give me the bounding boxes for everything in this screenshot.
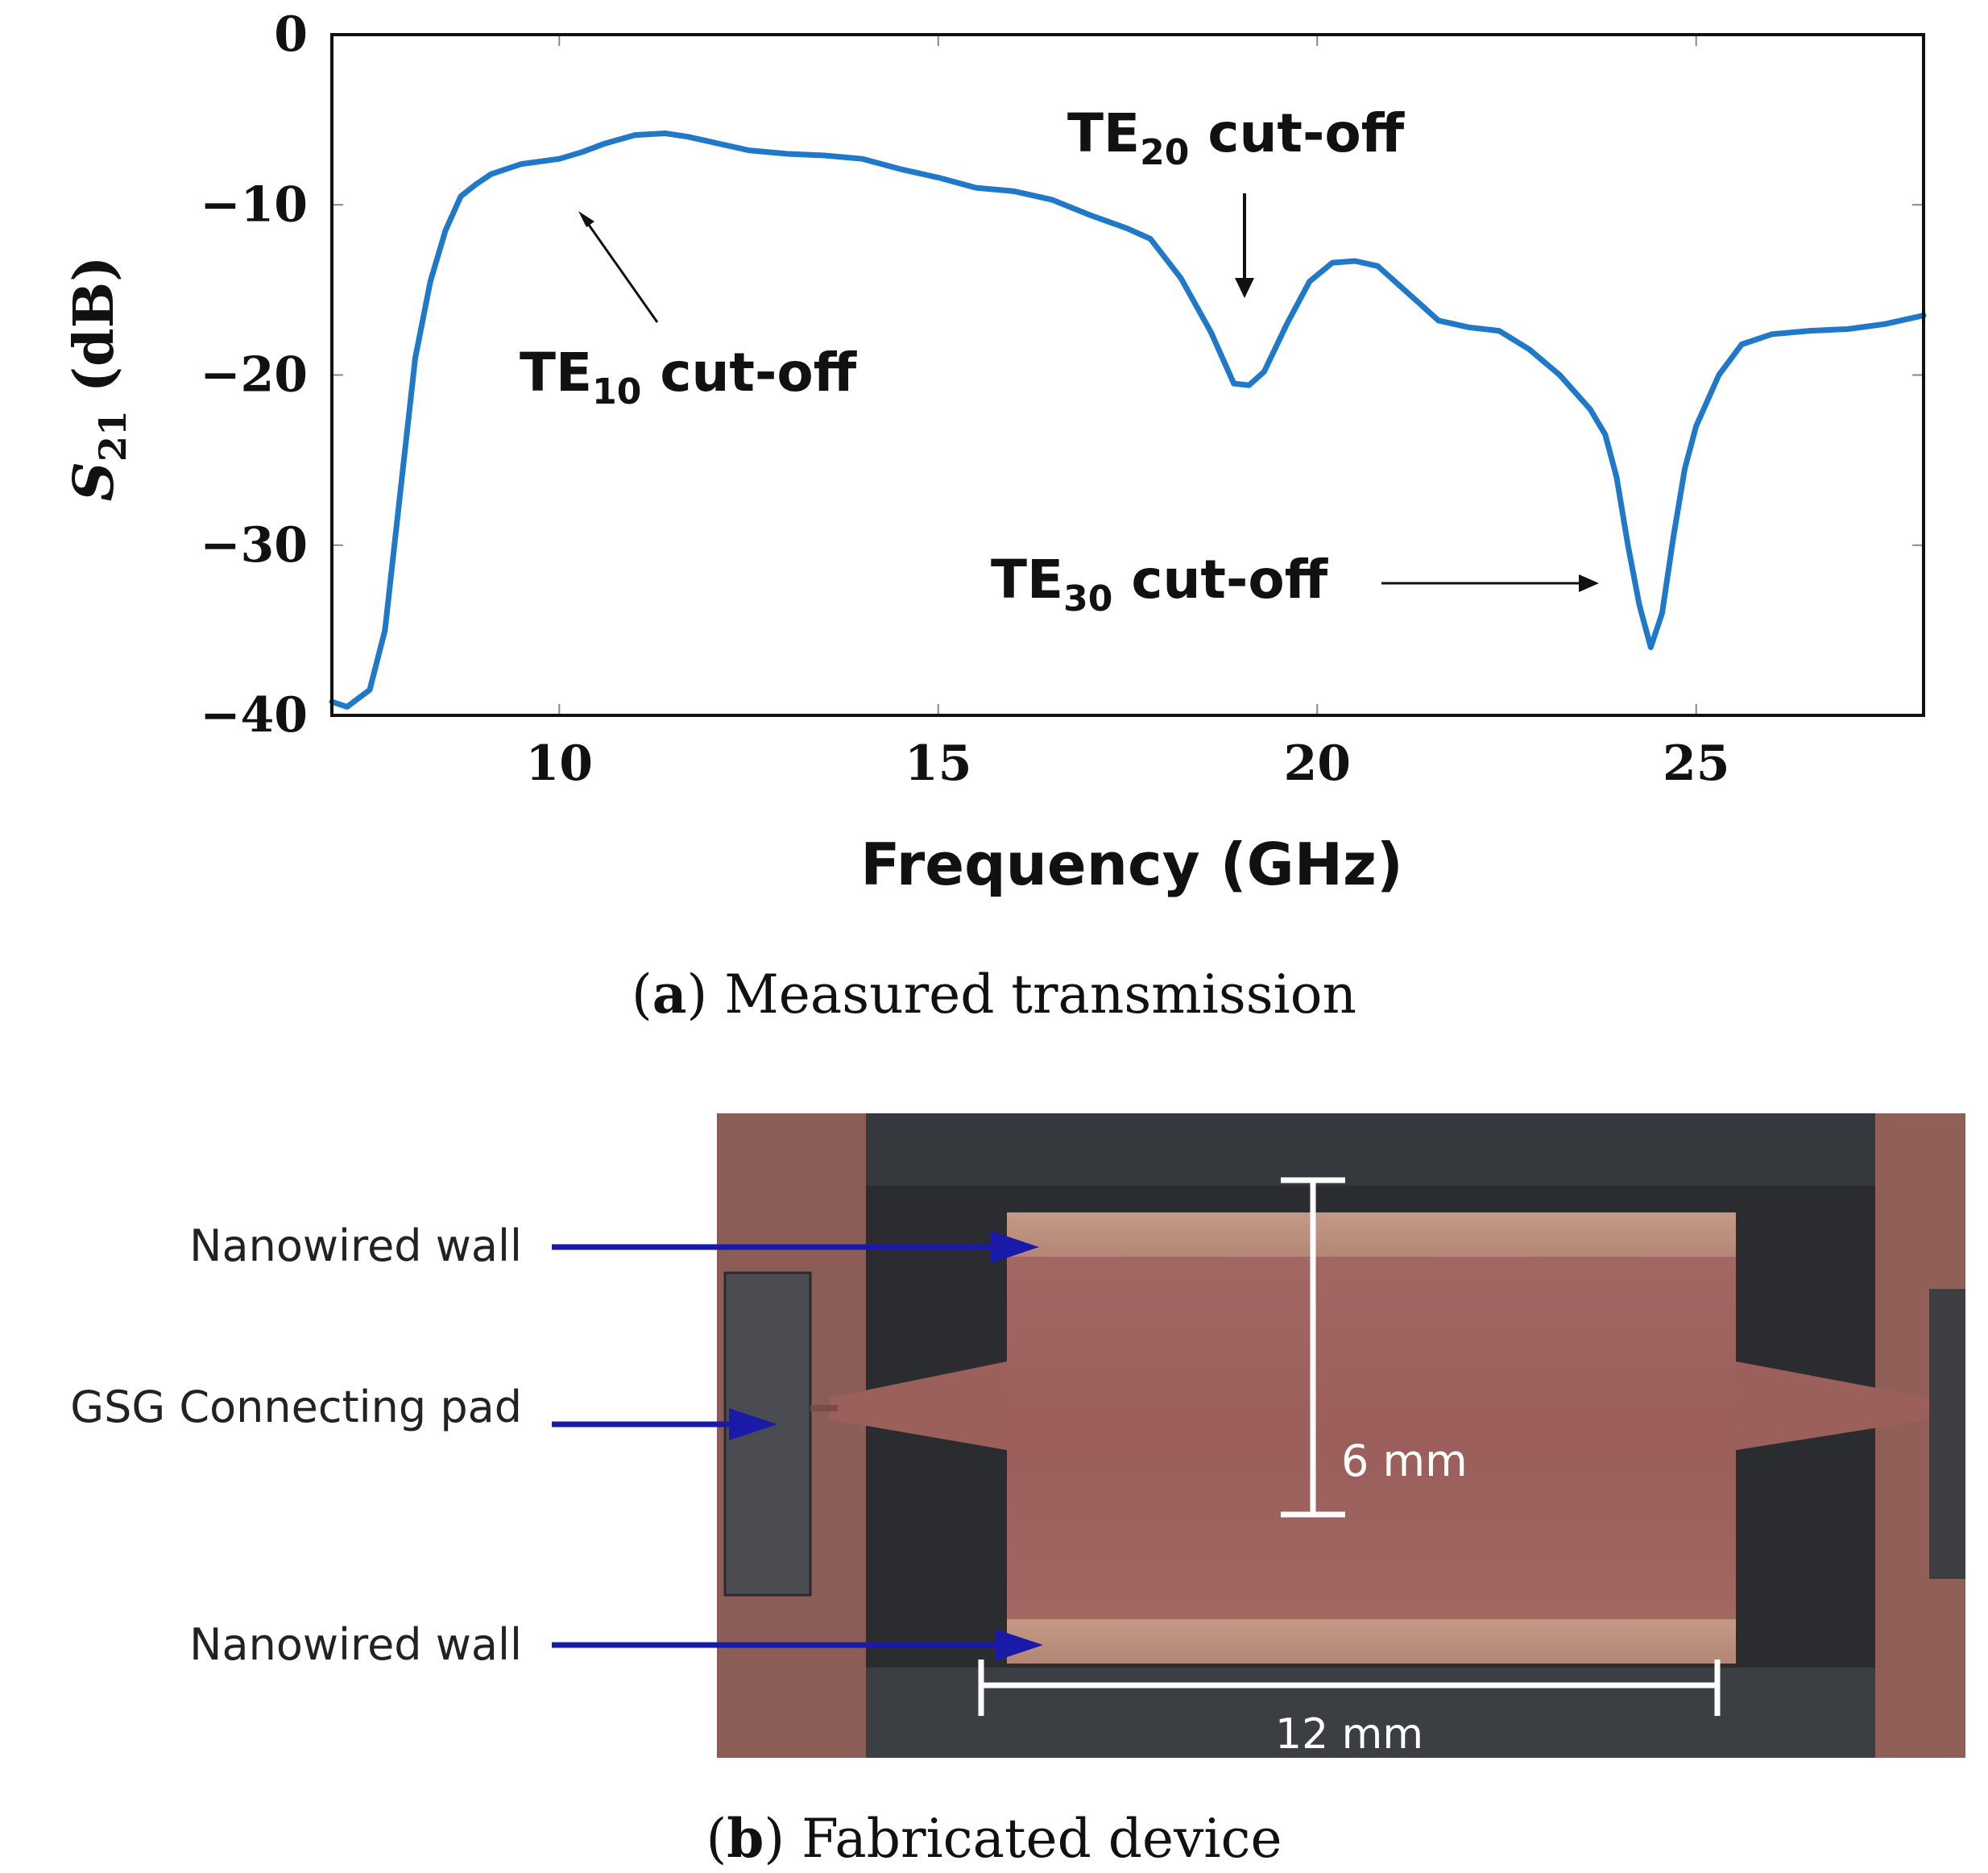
width-dimension [978,1660,1721,1716]
bottom-nanowired-strip [1007,1619,1736,1664]
x-axis-label: Frequency (GHz) [860,831,1403,898]
x-tick-label: 15 [905,736,972,792]
te30-annotation: TE30 cut-off [991,549,1329,619]
svg-text:S21(dB): S21 (dB) [62,256,135,502]
s21-series-line [329,131,1927,710]
pointer-arrows [552,1231,1043,1661]
left-taper [830,1361,1007,1450]
y-tick-label: 0 [274,6,308,63]
right-gsg-probe [1929,1289,1965,1579]
y-tick-label: −20 [200,347,308,404]
arrowhead-wall-bottom [995,1629,1043,1661]
plot-frame [330,33,1925,717]
x-tick-label: 25 [1663,736,1730,792]
arrowhead-gsg [729,1408,777,1440]
label-gsg-pad: GSG Connecting pad [70,1382,522,1432]
caption-b: (b) Fabricated device [706,1807,1282,1870]
device-figure: 6 mm 12 mm Nanowired wall GSG Connecting… [70,1113,1965,1759]
y-tick-label: −30 [200,517,308,574]
y-tick-label: −10 [200,176,308,233]
top-nanowired-strip [1007,1212,1736,1257]
height-dimension [1281,1177,1345,1518]
device-body [1007,1212,1736,1664]
top-dark-band [866,1113,1875,1186]
y-axis-label-sub: 21 [91,410,135,462]
y-axis-label: S21 (dB) [62,256,135,502]
x-tick-label: 20 [1283,736,1351,792]
device-photo [717,1113,1965,1758]
y-axis-label-main: S [62,462,126,501]
caption-a: (a) Measured transmission [631,963,1357,1026]
transmission-chart: 10 15 20 25 0 −10 −20 −30 −40 S21 (dB) Frequency … [62,6,1927,898]
te10-arrowhead [578,211,594,227]
y-axis-label-unit: (dB) [62,256,126,392]
label-nanowired-wall-top: Nanowired wall [189,1220,522,1271]
right-taper [1736,1361,1929,1450]
y-tick-label: −40 [200,687,308,744]
te20-arrowhead [1235,278,1254,298]
te20-annotation: TE20 cut-off [1067,102,1406,173]
x-tick-label: 10 [526,736,594,792]
width-dimension-label: 12 mm [1275,1710,1423,1759]
arrowhead-wall-top [991,1231,1039,1263]
te10-annotation: TE10 cut-off [520,342,858,412]
label-nanowired-wall-bottom: Nanowired wall [189,1619,522,1670]
height-dimension-label: 6 mm [1341,1436,1468,1486]
te10-arrow [583,218,659,323]
te30-arrowhead [1579,574,1599,592]
